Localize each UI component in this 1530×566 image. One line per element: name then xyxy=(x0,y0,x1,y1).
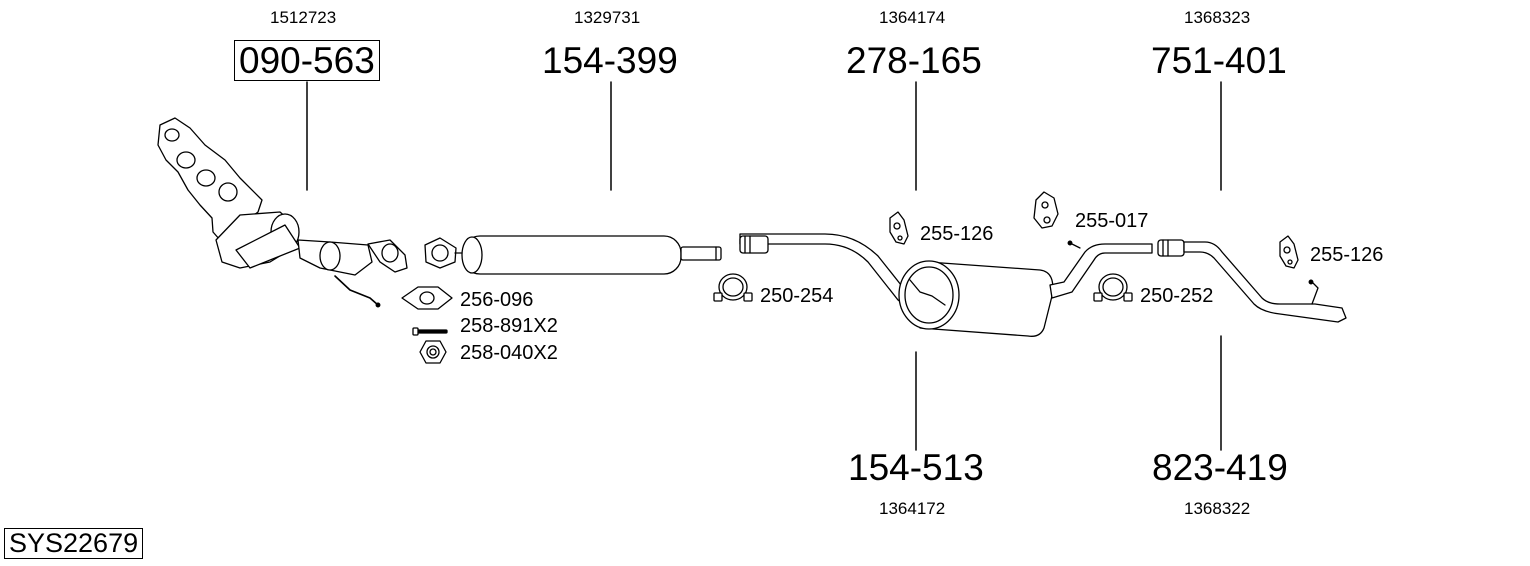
oem-number: 1364174 xyxy=(879,8,946,27)
accessory-number[interactable]: 258-891X2 xyxy=(460,315,558,337)
leader-lines xyxy=(306,81,1222,451)
part-number[interactable]: 751-401 xyxy=(1151,40,1287,81)
oem-number: 1368323 xyxy=(1184,8,1251,27)
part-number[interactable]: 154-513 xyxy=(848,447,984,488)
oem-number: 1329731 xyxy=(574,8,641,27)
accessory-number[interactable]: 255-126 xyxy=(1310,244,1384,266)
part-number[interactable]: 278-165 xyxy=(846,40,982,81)
nut-258-040-shape xyxy=(419,340,447,364)
oem-number: 1512723 xyxy=(270,8,337,27)
bolt-258-891-shape xyxy=(412,327,448,336)
accessory-number[interactable]: 258-040X2 xyxy=(460,342,558,364)
part-number[interactable]: 154-399 xyxy=(542,40,678,81)
part-number[interactable]: 823-419 xyxy=(1152,447,1288,488)
center-silencer-part xyxy=(739,233,1153,337)
catalytic-converter-part xyxy=(157,117,408,308)
rubber-mount-255-126-right-shape xyxy=(1279,235,1299,269)
rubber-mount-255-126-shape xyxy=(889,211,909,245)
clamp-250-252-shape xyxy=(1093,273,1133,302)
accessory-number[interactable]: 255-126 xyxy=(920,223,994,245)
part-number-boxed[interactable]: 090-563 xyxy=(234,40,380,81)
oem-number: 1368322 xyxy=(1184,499,1251,518)
oem-number: 1364172 xyxy=(879,499,946,518)
rubber-mount-255-017-shape xyxy=(1033,191,1059,229)
system-code: SYS22679 xyxy=(4,528,144,559)
accessory-number[interactable]: 250-254 xyxy=(760,285,834,307)
tail-pipe-part xyxy=(1157,239,1347,323)
gasket-256-096-shape xyxy=(401,286,453,310)
accessory-number[interactable]: 250-252 xyxy=(1140,285,1214,307)
accessory-number[interactable]: 255-017 xyxy=(1075,210,1149,232)
clamp-250-254-shape xyxy=(713,273,753,302)
accessory-number[interactable]: 256-096 xyxy=(460,289,534,311)
front-silencer-part xyxy=(424,235,722,275)
